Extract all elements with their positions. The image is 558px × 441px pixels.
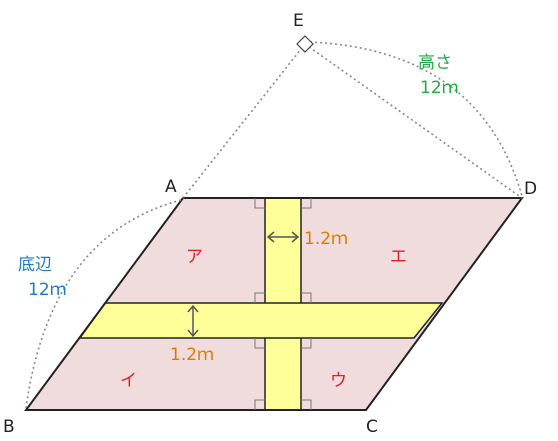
right-angle-e-icon [296,35,314,53]
parallelogram-outline [24,197,524,411]
point-d-label: D [524,179,537,199]
point-e-label: E [293,11,304,31]
horizontal-road [78,302,444,339]
road-intersection [266,304,300,337]
region-u-label: ウ [330,371,347,391]
region-e-label: エ [390,247,407,267]
base-label: 底辺 [18,255,52,275]
point-c-label: C [366,417,378,437]
height-value: 12ｍ [420,78,459,98]
base-value: 12ｍ [28,280,67,300]
region-a-label: ア [186,247,203,267]
height-label: 高さ [418,53,452,73]
dotted-lines [25,41,523,409]
road-width-horizontal-label: 1.2ｍ [170,345,214,365]
region-i-label: イ [120,371,137,391]
width-arrow-vertical-road [266,231,300,243]
point-b-label: B [3,417,15,437]
right-angle-marks [254,198,312,410]
road-width-vertical-label: 1.2ｍ [304,229,348,249]
width-arrow-horizontal-road [187,304,199,338]
point-a-label: A [165,177,177,197]
